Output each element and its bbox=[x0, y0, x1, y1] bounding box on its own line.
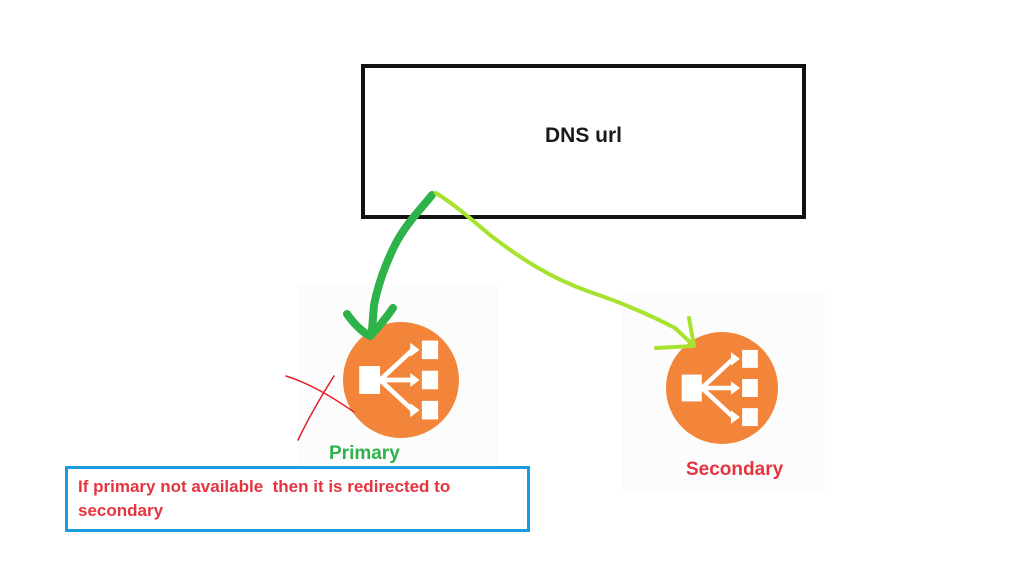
dns-url-label: DNS url bbox=[544, 124, 622, 147]
primary-label: Primary bbox=[329, 443, 400, 464]
note-box: If primary not available then it is redi… bbox=[65, 466, 530, 532]
dns-url-box: DNS url bbox=[361, 64, 806, 219]
note-text: If primary not available then it is redi… bbox=[78, 477, 455, 520]
secondary-load-balancer-icon bbox=[666, 332, 778, 444]
primary-load-balancer-icon bbox=[343, 322, 459, 438]
secondary-label: Secondary bbox=[686, 459, 784, 480]
